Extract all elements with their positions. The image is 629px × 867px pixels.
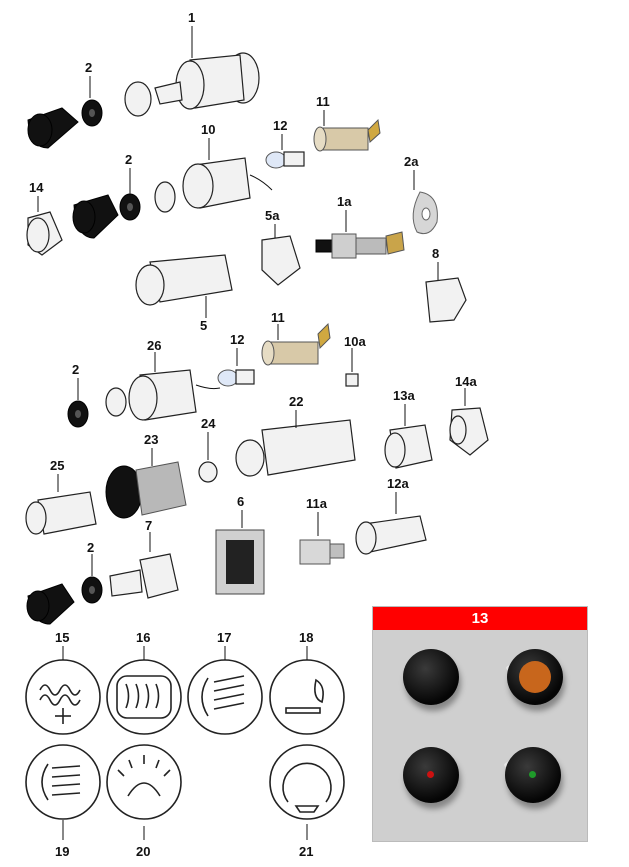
- label-17: 17: [217, 630, 231, 645]
- part-10-switch: [154, 138, 273, 213]
- part-5a-cover: [261, 224, 301, 286]
- label-1: 1: [188, 10, 195, 25]
- amber-lens: [519, 661, 551, 693]
- label-11-second: 11: [271, 310, 285, 325]
- part-11-socket-2: [261, 322, 331, 366]
- label-10a: 10a: [344, 334, 366, 349]
- label-20: 20: [136, 844, 150, 859]
- label-12-second: 12: [230, 332, 244, 347]
- part-24-cap: [198, 432, 218, 483]
- part-10a-nut: [345, 348, 359, 387]
- part-2-washer-3: [67, 378, 89, 428]
- label-26: 26: [147, 338, 161, 353]
- label-12a: 12a: [387, 476, 409, 491]
- photo-panel-13: 13: [372, 606, 588, 842]
- label-1a: 1a: [337, 194, 352, 209]
- part-12-bulb-2: [217, 348, 255, 387]
- symbol-18-lighter: [269, 646, 345, 735]
- symbol-20-interior-light: [106, 744, 182, 840]
- label-13a: 13a: [393, 388, 415, 403]
- part-2-knob-4: [26, 554, 103, 625]
- symbol-21-ring: [269, 744, 345, 840]
- label-14a: 14a: [455, 374, 477, 389]
- label-22: 22: [289, 394, 303, 409]
- part-6-rocker: [215, 510, 265, 595]
- part-25-lighter-element: [25, 474, 97, 535]
- label-6: 6: [237, 494, 244, 509]
- symbol-15-rear-defrost: [25, 646, 101, 735]
- part-1a-pushbutton: [315, 210, 405, 259]
- label-18: 18: [299, 630, 313, 645]
- label-25: 25: [50, 458, 64, 473]
- part-13a-switch: [384, 404, 433, 469]
- photo-panel-title: 13: [373, 607, 587, 630]
- label-15: 15: [55, 630, 69, 645]
- label-8: 8: [432, 246, 439, 261]
- label-11-top: 11: [316, 94, 330, 109]
- symbol-16-heater: [106, 646, 182, 735]
- label-24: 24: [201, 416, 216, 431]
- part-5-lighter-socket: [135, 254, 233, 318]
- part-2-knob: [27, 76, 103, 149]
- label-2-fourth: 2: [87, 540, 94, 555]
- part-14-bezel: [26, 196, 63, 256]
- part-2-knob-2: [72, 168, 141, 239]
- label-2-top: 2: [85, 60, 92, 75]
- label-2-third: 2: [72, 362, 79, 377]
- label-2-second: 2: [125, 152, 132, 167]
- symbol-17-headlamp: [187, 646, 263, 735]
- part-1-pull-switch: [124, 26, 260, 117]
- part-23-lighter-knob: [105, 448, 187, 519]
- part-22-lighter: [235, 410, 356, 477]
- label-21: 21: [299, 844, 313, 859]
- part-14a-housing: [449, 388, 489, 456]
- part-11-socket: [313, 110, 381, 152]
- part-11a-sender: [299, 512, 345, 565]
- label-23: 23: [144, 432, 158, 447]
- label-5a: 5a: [265, 208, 280, 223]
- label-11a: 11a: [306, 496, 328, 511]
- part-12a-holder: [355, 492, 427, 555]
- label-2a: 2a: [404, 154, 419, 169]
- label-7: 7: [145, 518, 152, 533]
- label-5: 5: [200, 318, 207, 333]
- label-14: 14: [29, 180, 44, 195]
- part-7-switch: [109, 532, 179, 599]
- label-12-top: 12: [273, 118, 287, 133]
- green-dot: [529, 771, 536, 778]
- red-dot: [427, 771, 434, 778]
- label-16: 16: [136, 630, 150, 645]
- part-8-clip: [425, 262, 467, 323]
- label-10: 10: [201, 122, 215, 137]
- part-2a-washer: [412, 170, 438, 235]
- symbol-19-fog-lamp: [25, 744, 101, 840]
- part-26-switch: [105, 352, 221, 421]
- part-12-bulb: [265, 134, 305, 169]
- label-19: 19: [55, 844, 69, 859]
